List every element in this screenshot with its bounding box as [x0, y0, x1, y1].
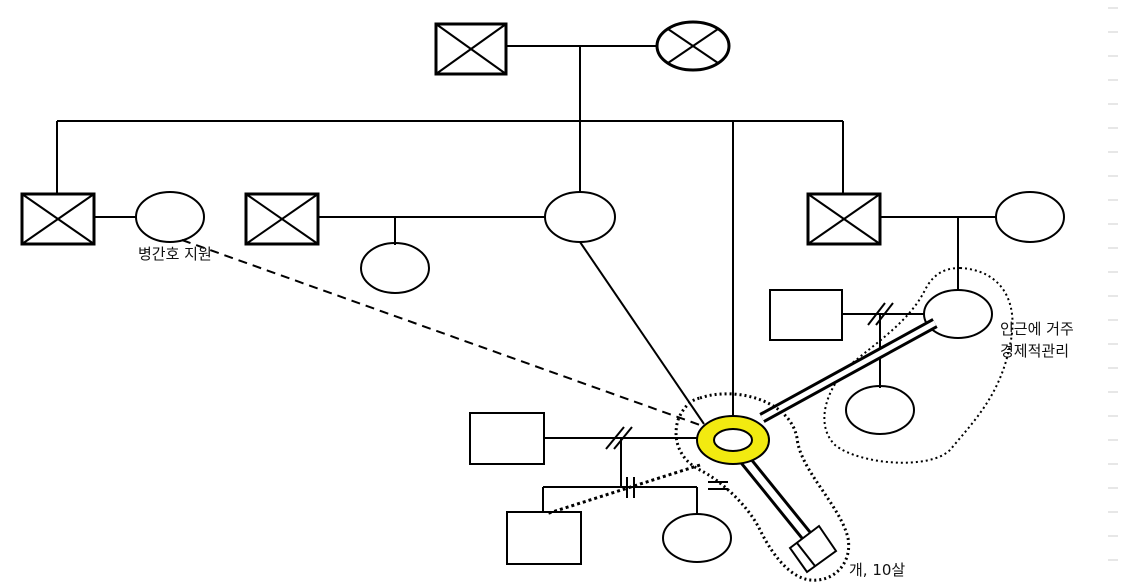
nurse-support-label: 병간호 지원: [138, 245, 212, 263]
mother: [544, 191, 616, 243]
nurse-support-line: [181, 239, 701, 426]
uncle-3-deceased: [806, 192, 882, 246]
uncle-2-deceased: [244, 192, 320, 246]
cousin-note-line2: 경제적관리: [1000, 342, 1070, 360]
grandmother-deceased: [655, 20, 731, 72]
cousin-ex-husband: [769, 289, 843, 341]
client-daughter: [662, 513, 732, 563]
cousin-female: [360, 242, 430, 294]
client-son: [506, 511, 582, 565]
dog-pet-symbol: [788, 524, 838, 574]
page-edge-marks: [1108, 7, 1118, 561]
divorce-mark-2b: [613, 426, 633, 450]
uncle-1-wife: [135, 191, 205, 243]
divorce-mark-1b: [875, 302, 894, 326]
divorce-mark-2a: [605, 426, 625, 450]
grandfather-deceased: [434, 22, 508, 76]
divorce-mark-1a: [867, 302, 886, 326]
cousin-daughter: [923, 289, 993, 339]
cousin-note-line1: 인근에 거주: [1000, 320, 1074, 338]
client-index-person: [696, 415, 770, 465]
close-relationship-cousin-inner: [760, 320, 937, 421]
close-relationship-dog-inner: [739, 453, 817, 548]
uncle-3-wife: [995, 191, 1065, 243]
cousin-child: [845, 385, 915, 435]
uncle-1-deceased: [20, 192, 96, 246]
cousin-note: 인근에 거주 경제적관리: [1000, 318, 1074, 362]
dog-label: 개, 10살: [849, 561, 906, 579]
distant-relationship-son: [545, 463, 701, 516]
mother-to-client-line: [579, 241, 705, 425]
client-ex-husband: [469, 412, 545, 465]
household-boundary-client: [674, 392, 851, 582]
